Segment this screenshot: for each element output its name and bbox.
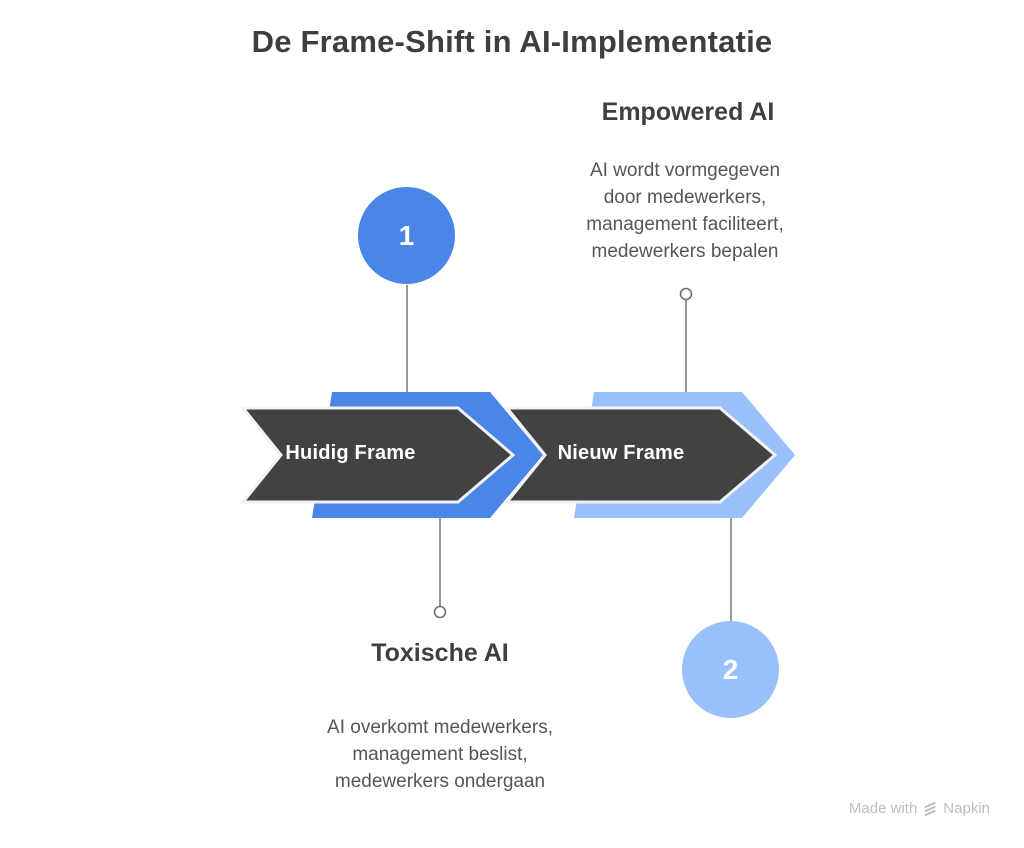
step-circle-2: 2: [682, 621, 779, 718]
connector-dot-toxische: [433, 605, 447, 619]
arrow1-dark-arrow: [239, 406, 516, 504]
step-number-2: 2: [722, 653, 739, 685]
connector-dot-empowered: [679, 287, 693, 301]
watermark-prefix: Made with: [848, 800, 918, 817]
arrow-label-huidig-frame: Huidig Frame: [285, 442, 416, 464]
callout-body-empowered-ai: AI wordt vormgegeven door medewerkers, m…: [586, 160, 784, 262]
napkin-logo-icon: [924, 801, 936, 816]
step-circle-1: 1: [358, 187, 455, 284]
callout-title-toxische-ai: Toxische AI: [371, 639, 509, 667]
step-number-1: 1: [398, 219, 415, 251]
page-title: De Frame-Shift in AI-Implementatie: [251, 24, 773, 59]
watermark-brand: Napkin: [943, 800, 990, 817]
arrow-label-nieuw-frame: Nieuw Frame: [557, 442, 685, 464]
callout-title-empowered-ai: Empowered AI: [601, 98, 775, 126]
callout-body-toxische-ai: AI overkomt medewerkers, management besl…: [327, 717, 553, 792]
arrow2-dark-arrow: [503, 406, 778, 504]
watermark: Made with Napkin: [849, 800, 990, 817]
